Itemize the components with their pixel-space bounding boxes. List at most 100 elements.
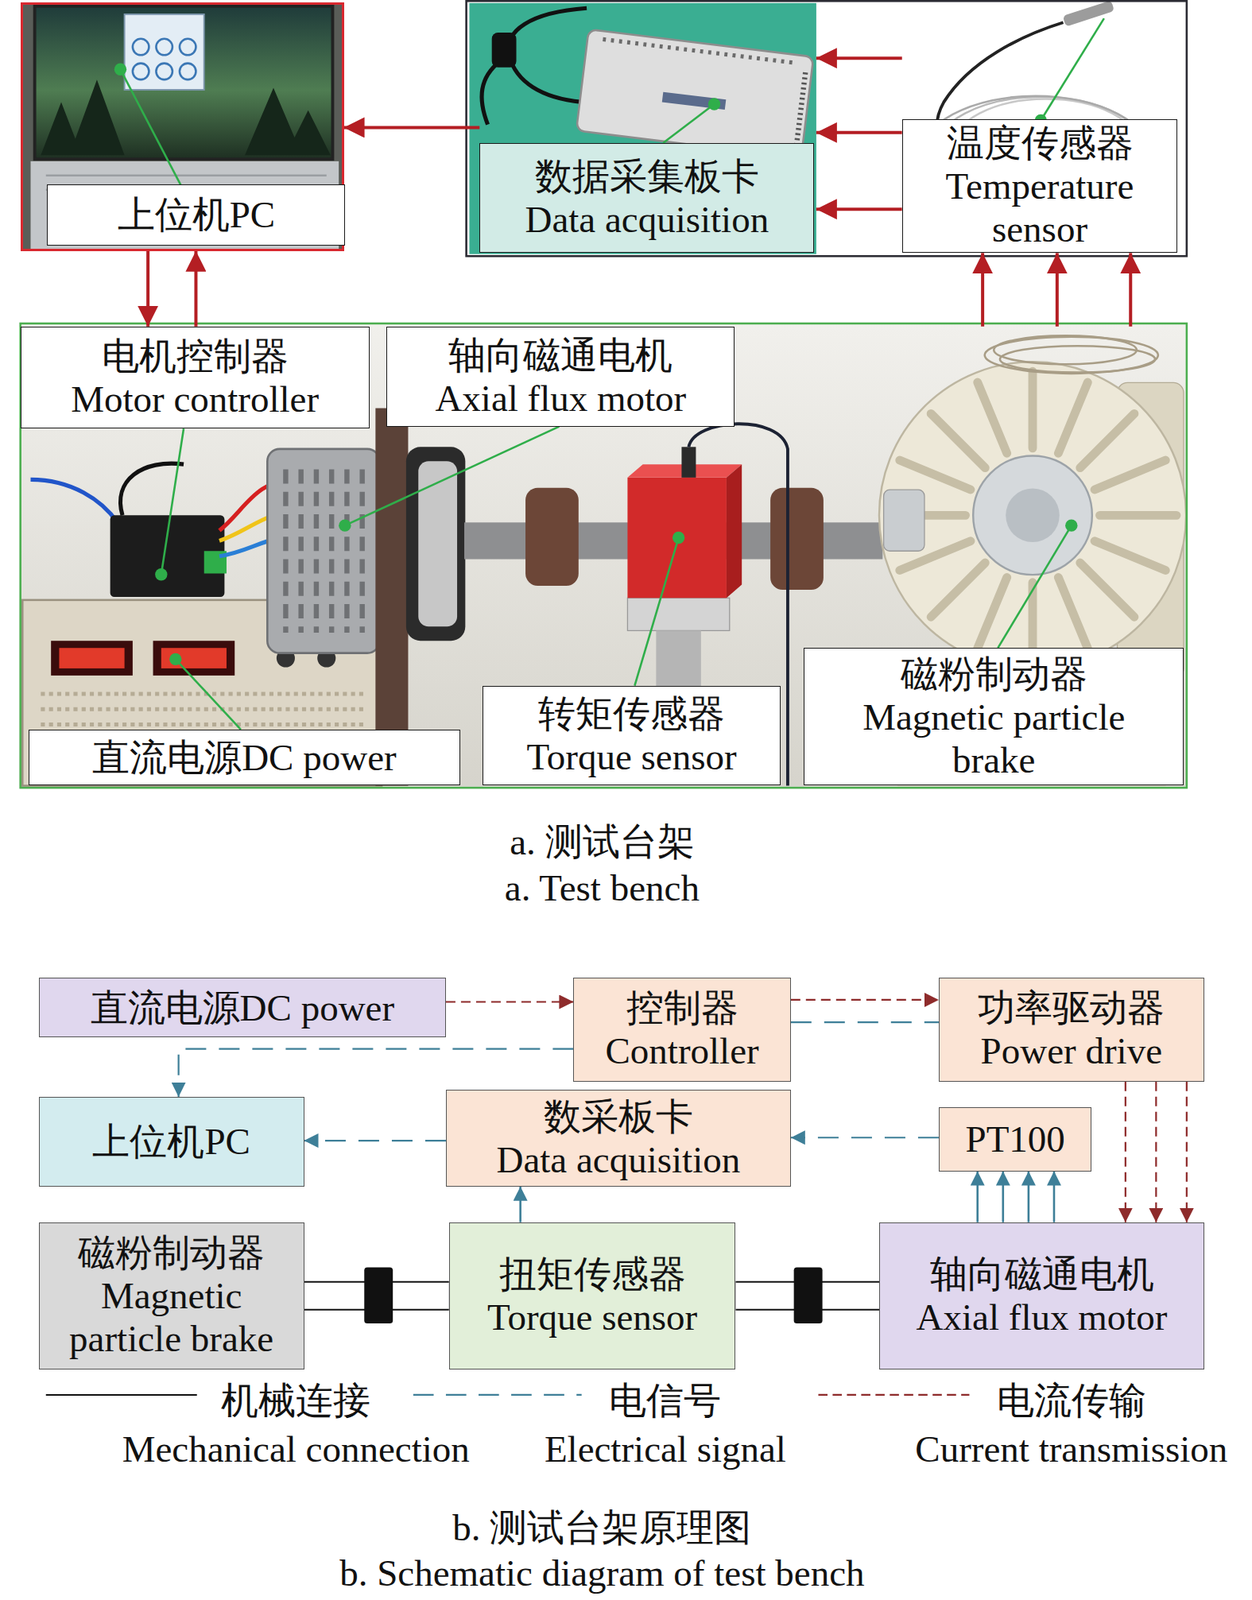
- daq-board-photo: [602, 38, 796, 63]
- caption-text: a. 测试台架: [509, 820, 694, 864]
- shaft-and-torque-sensor-photo: [726, 464, 742, 598]
- node-label: Controller: [580, 1029, 783, 1073]
- shaft-and-torque-sensor-photo: [770, 488, 824, 590]
- signal-arrow: [1053, 1171, 1055, 1223]
- part-label: 转矩传感器Torque sensor: [482, 686, 781, 787]
- connector-line: [1055, 252, 1059, 326]
- node-label: 轴向磁通电机: [886, 1252, 1197, 1296]
- label-box: 温度传感器Temperature sensor: [902, 119, 1179, 253]
- connector-line: [304, 1139, 446, 1142]
- node-label: 功率驱动器: [945, 986, 1198, 1030]
- daq-board-photo: [469, 3, 816, 255]
- motor-controller-photo: [31, 479, 118, 523]
- legend-entry: Electrical signal: [544, 1427, 787, 1471]
- signal-arrow: [304, 1140, 446, 1142]
- node-label: 数据采集板卡: [486, 155, 807, 198]
- laptop-photo: [40, 79, 331, 156]
- dc-power-supply: [40, 693, 368, 725]
- signal-arrow: [1056, 252, 1058, 326]
- magnetic-particle-brake-photo: [879, 361, 1187, 669]
- signal-arrow: [195, 251, 197, 327]
- node-label: Torque sensor: [456, 1295, 729, 1339]
- part-label: 轴向磁通电机Axial flux motor: [386, 326, 735, 427]
- leader-dot: [338, 519, 351, 532]
- signal-arrow: [147, 251, 149, 327]
- node-label: Axial flux motor: [393, 376, 728, 420]
- axial-flux-motor-photo: [418, 461, 458, 627]
- process-box: 数采板卡Data acquisition: [445, 1089, 791, 1187]
- node-label: 上位机PC: [46, 1120, 298, 1163]
- shaft-and-torque-sensor-photo: [627, 597, 729, 631]
- signal-arrow: [816, 209, 903, 210]
- legend-entry: Current transmission: [914, 1427, 1228, 1471]
- node-label: 直流电源DC power: [35, 736, 454, 780]
- node-label: Temperature sensor: [909, 164, 1171, 251]
- process-box: 控制器Controller: [573, 977, 791, 1082]
- process-box: PT100: [938, 1107, 1093, 1172]
- caption-text: a. Test bench: [504, 866, 700, 910]
- connector-line: [344, 125, 481, 129]
- signal-arrow: [1002, 1171, 1004, 1223]
- process-box: 轴向磁通电机Axial flux motor: [879, 1222, 1204, 1370]
- magnetic-particle-brake-photo: [1005, 488, 1060, 543]
- magnetic-particle-brake-photo: [888, 371, 1177, 659]
- connector-line: [816, 131, 903, 135]
- leader-dot: [1065, 519, 1078, 532]
- leader-dot: [169, 653, 182, 666]
- signal-arrow: [344, 127, 481, 128]
- daq-board-photo: [795, 72, 806, 150]
- leader-dot: [708, 97, 721, 110]
- node-label: 数采板卡: [453, 1095, 784, 1139]
- leader-line: [1040, 18, 1105, 121]
- daq-board-photo: [492, 32, 517, 68]
- part-label: 直流电源DC power: [28, 729, 461, 787]
- connector-line: [1124, 1081, 1127, 1223]
- legend-text: Current transmission: [914, 1428, 1228, 1470]
- connector-line: [1001, 1171, 1004, 1223]
- process-box: 直流电源DC power: [38, 977, 446, 1039]
- connector-line: [1128, 252, 1132, 326]
- node-label: Axial flux motor: [886, 1295, 1197, 1339]
- laptop-photo: [132, 63, 150, 81]
- leader-dot: [672, 531, 685, 544]
- signal-arrow: [790, 1022, 939, 1024]
- node-label: Magnetic particle brake: [818, 695, 1169, 782]
- connector-line: [146, 251, 150, 327]
- laptop-photo: [155, 63, 173, 81]
- legend-text: Mechanical connection: [122, 1428, 470, 1470]
- laptop-photo: [132, 38, 197, 80]
- legend-text: 机械连接: [220, 1379, 371, 1422]
- laptop-photo: [179, 63, 197, 81]
- leader-line: [634, 538, 679, 687]
- label-box: 数据采集板卡Data acquisition: [479, 143, 814, 254]
- node-label: 转矩传感器: [489, 692, 774, 736]
- daq-board-photo: [469, 3, 816, 255]
- signal-arrow: [1130, 252, 1132, 326]
- pc-photo-frame: 上位机PC: [20, 2, 345, 252]
- node-label: 直流电源DC power: [46, 986, 439, 1030]
- connector-line: [1186, 1081, 1188, 1223]
- signal-arrow: [976, 1171, 978, 1223]
- process-box: 扭矩传感器Torque sensor: [449, 1222, 737, 1370]
- connector-line: [1053, 1171, 1056, 1223]
- connector-line: [445, 1000, 574, 1003]
- legend-entry: 电流传输: [996, 1379, 1147, 1423]
- leader-line: [161, 428, 184, 575]
- leader-line: [662, 104, 714, 144]
- legend-text: Electrical signal: [544, 1428, 787, 1470]
- connector-line: [1027, 1171, 1031, 1223]
- signal-arrow: [519, 1186, 521, 1223]
- daq-board-photo: [507, 7, 587, 102]
- caption-text: b. 测试台架原理图: [452, 1506, 752, 1550]
- leader-line: [344, 426, 560, 527]
- legend-text: 电流传输: [996, 1379, 1147, 1422]
- dc-power-supply: [153, 640, 236, 676]
- signal-arrow: [816, 131, 903, 133]
- connector-line: [519, 1186, 522, 1223]
- signal-arrow: [816, 58, 903, 59]
- dc-power-supply: [50, 640, 133, 676]
- part-label: 电机控制器Motor controller: [20, 326, 370, 429]
